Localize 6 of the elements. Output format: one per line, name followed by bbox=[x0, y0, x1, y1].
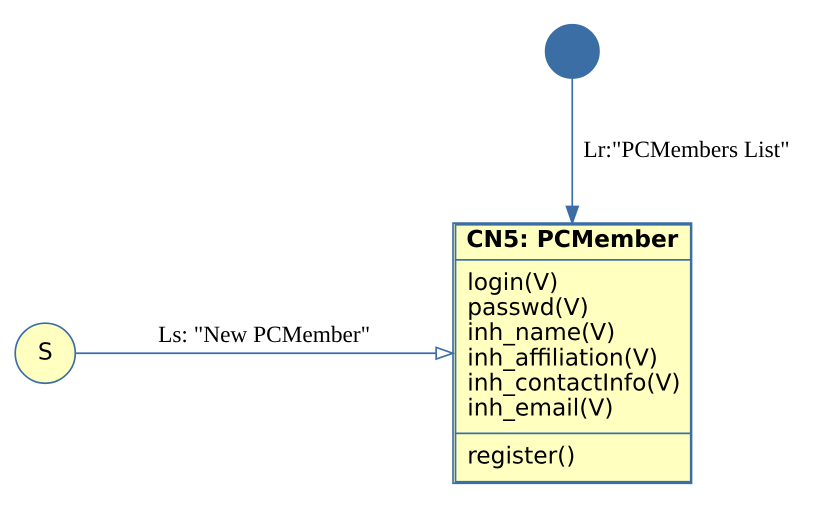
edge-label: Ls: "New PCMember" bbox=[158, 321, 370, 348]
arrow bbox=[76, 346, 456, 360]
edge-label: Lr:"PCMembers List" bbox=[583, 136, 790, 162]
arrow bbox=[565, 78, 580, 226]
node-circle bbox=[544, 23, 600, 78]
node-circle: S bbox=[14, 322, 76, 384]
